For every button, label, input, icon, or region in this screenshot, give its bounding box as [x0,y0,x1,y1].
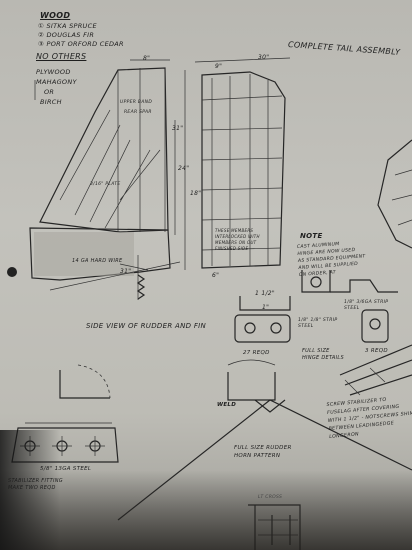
material-item-3: ③ PORT ORFORD CEDAR [38,40,124,48]
horn-caption: FULL SIZE RUDDER HORN PATTERN [234,445,292,459]
stabilizer-steel: 5/8" 13GA STEEL [40,466,92,472]
plywood-line-4: BIRCH [40,98,62,106]
fin-label-wire: 14 GA HARD WIRE [72,258,123,264]
stabilizer-fitting-caption: STABILIZER FITTING MAKE TWO REQD [8,478,63,491]
dim-1: 1" [262,304,270,311]
note-body: CAST ALUMINUM HINGE ARE NOW USED AS STAN… [296,242,366,278]
hinge-steel-note: 1/8" 3/6GA STRIP STEEL [344,300,389,311]
hinge-full-size: FULL SIZE HINGE DETAILS [302,348,344,361]
fitting-note: THESE MEMBERS INTERLOCKED WITH MEMBERS O… [215,228,260,251]
dim-9: 9" [215,63,223,70]
plywood-line-2: MAHAGONY [36,78,77,86]
hinge-plate-left [234,314,291,343]
stabilizer-outline [377,139,412,249]
dim-8: 8" [143,55,151,62]
fin-outline [39,67,169,233]
weld-label: WELD [217,402,237,408]
hinge-plate-right [361,309,389,343]
corner-shadow [0,430,60,550]
fin-label-plate: 3/16" PLATE [90,182,121,187]
fin-label-upper: UPPER BAND [120,100,153,105]
dim-31: 31" [172,125,184,132]
fin-label-rear: REAR SPAR [124,110,152,115]
hinge-left-count: 27 REQD [243,350,270,356]
plywood-line-3: OR [44,88,55,96]
fuselage-section [29,227,171,281]
side-view-caption: SIDE VIEW OF RUDDER AND FIN [86,322,207,330]
screw-note: SCREW STABILIZER TO FUSELAG AFTER COVERI… [326,397,412,440]
note-heading: NOTE [300,232,323,240]
dim-6: 6" [212,272,220,279]
materials-heading: WOOD [40,11,71,20]
hinge-bracket [301,270,331,293]
plywood-line-1: PLYWOOD [36,68,71,76]
bottom-shadow [0,470,412,550]
dim-1-half: 1 1/2" [255,290,275,297]
dim-30: 30" [258,54,270,61]
material-item-1: ① SITKA SPRUCE [38,22,97,30]
hinge-right-count: 3 REQD [365,348,388,354]
rudder-outline [201,71,286,269]
dim-18: 18" [190,190,202,197]
dim-31-bottom: 31" [120,268,132,275]
materials-note: NO OTHERS [36,52,87,61]
binder-hole [7,267,17,277]
dim-24: 24" [178,165,190,172]
cross-label: LT CROSS [258,495,283,500]
material-item-2: ② DOUGLAS FIR [38,31,95,39]
hinge-spec: 1/8" 1/8" STRIP STEEL [298,318,338,329]
